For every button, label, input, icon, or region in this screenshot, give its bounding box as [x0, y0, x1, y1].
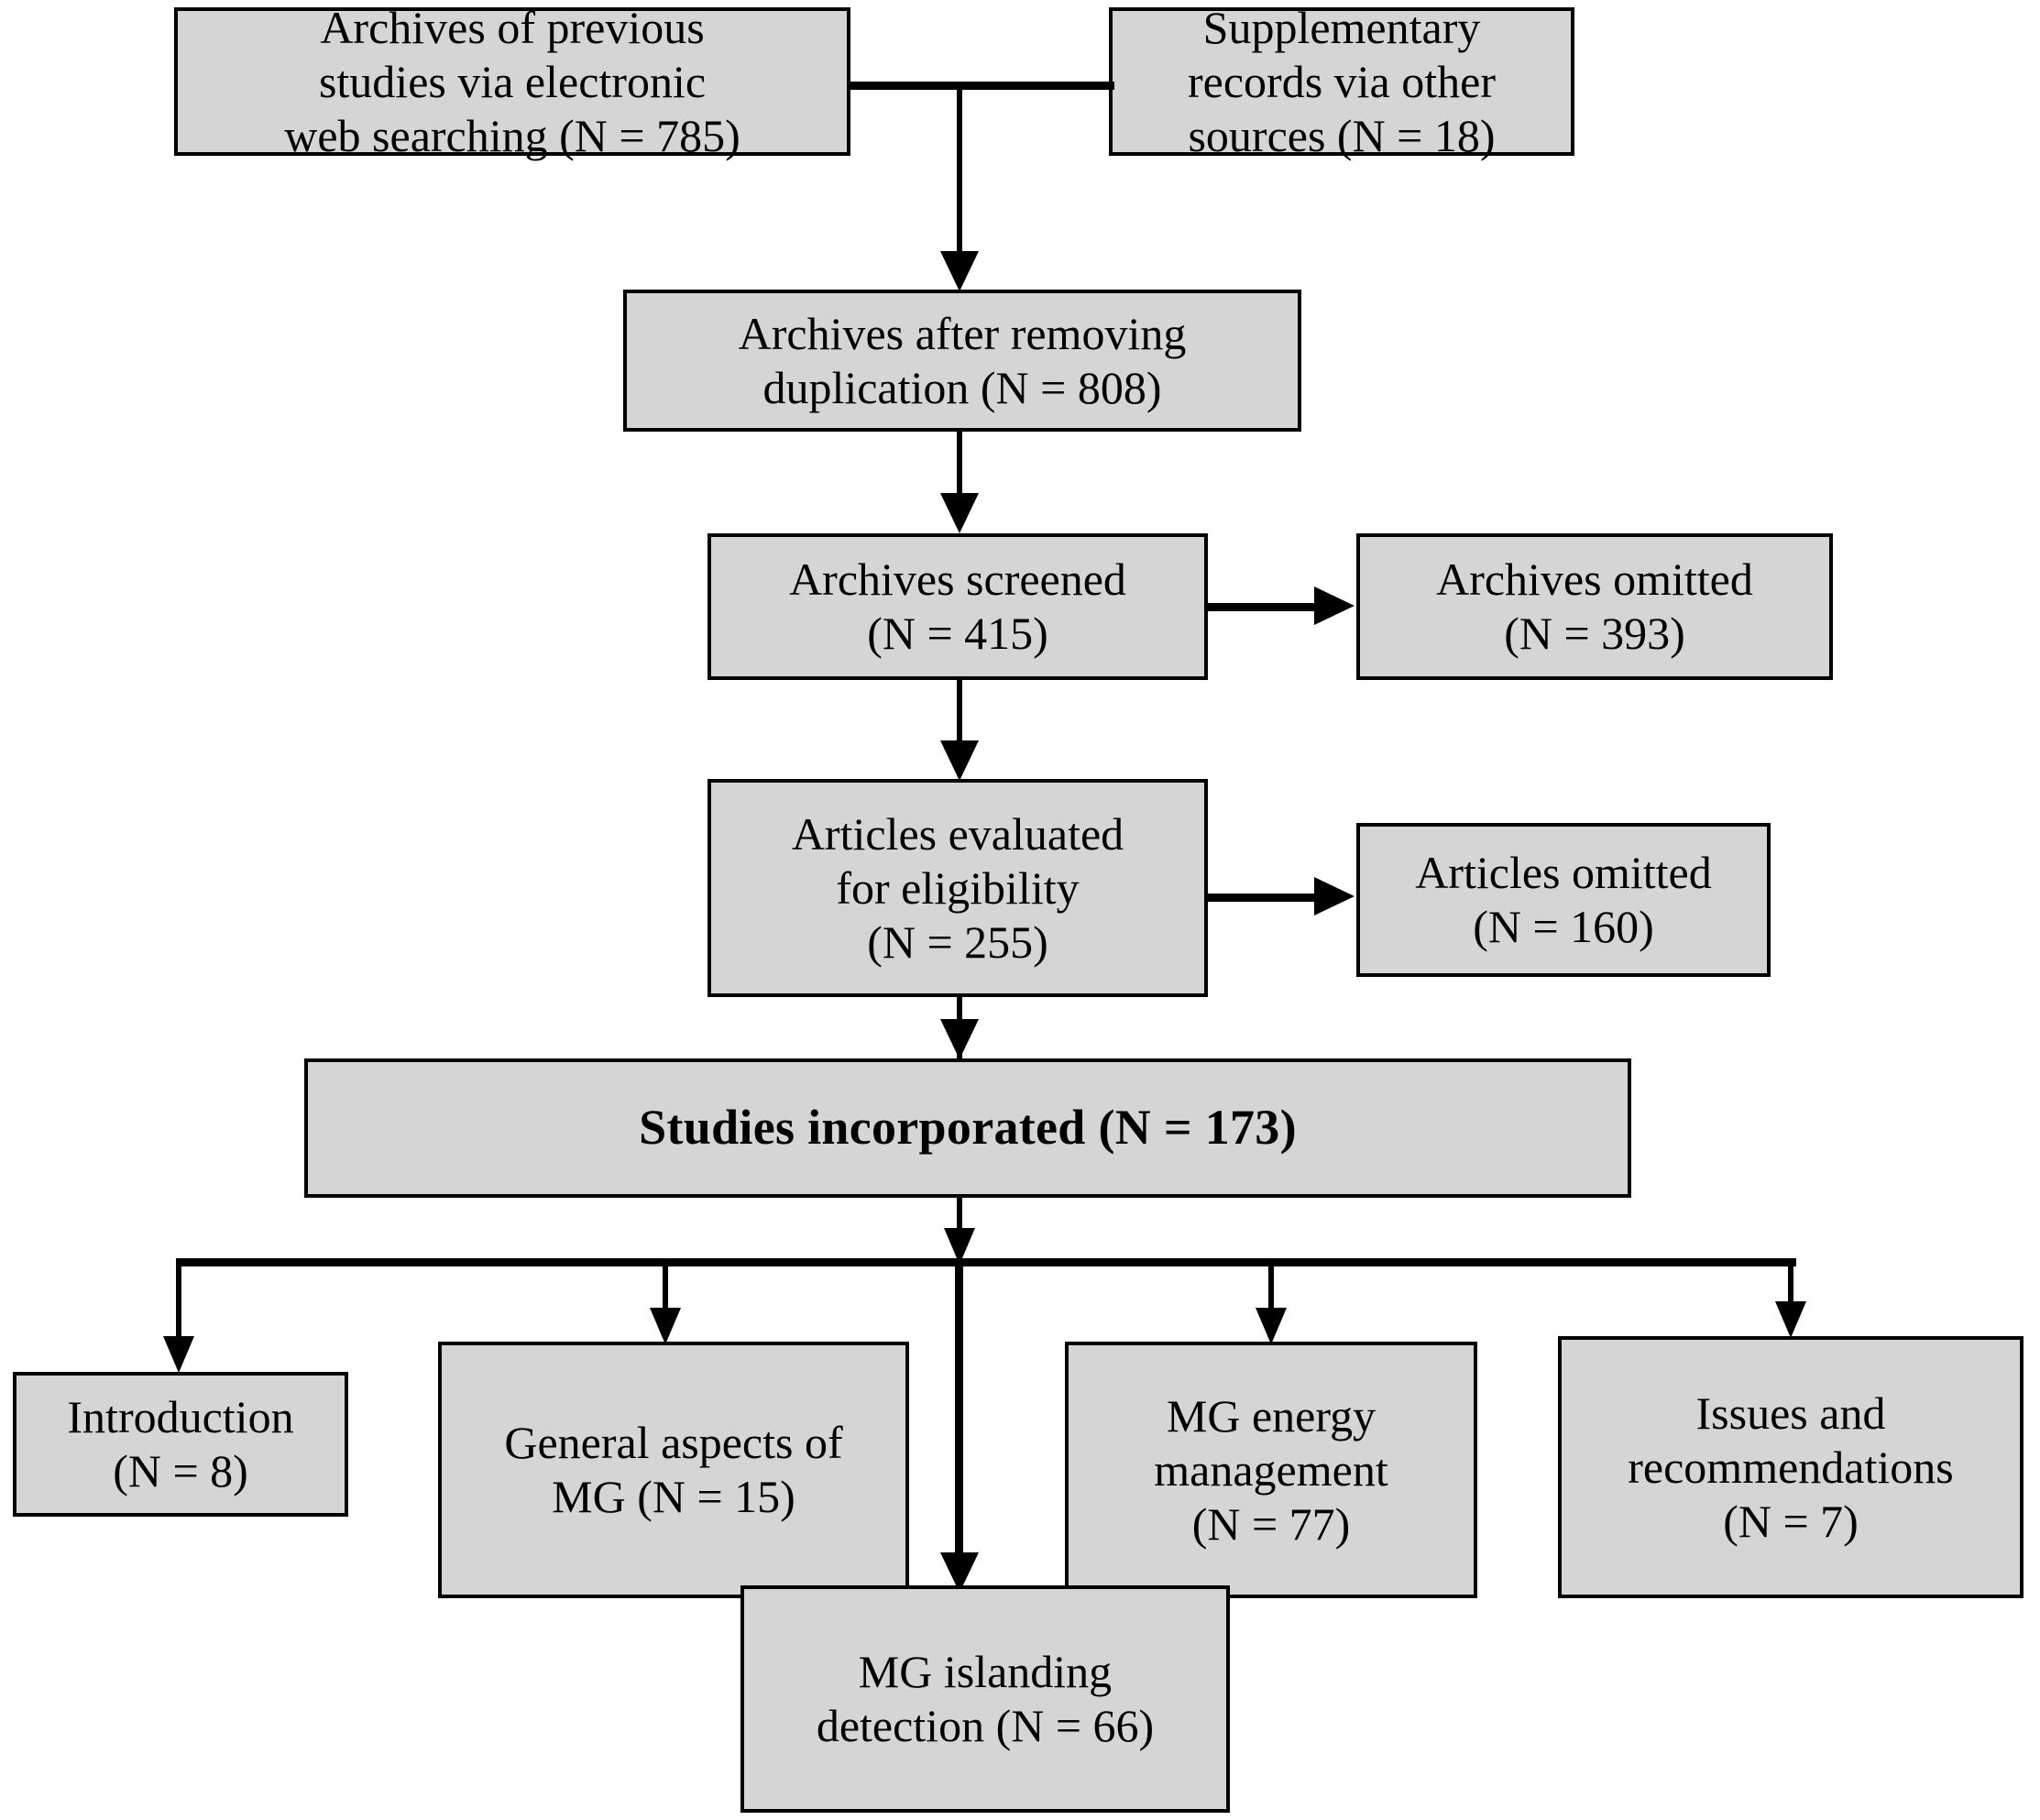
connector-branch-islanding	[955, 1258, 963, 1574]
node-screened-label: Archives screened (N = 415)	[789, 554, 1126, 659]
arrow-branch-introduction	[163, 1336, 194, 1373]
arrow-dedup-to-screened	[940, 493, 979, 533]
arrow-sources-to-dedup	[940, 251, 979, 291]
node-eligibility-excluded: Articles omitted (N = 160)	[1356, 823, 1771, 977]
connector-eligibility-to-omitted	[1208, 894, 1316, 902]
connector-branch-general-aspects	[663, 1258, 668, 1318]
node-eligibility-excluded-label: Articles omitted (N = 160)	[1415, 847, 1712, 952]
arrow-eligibility-to-omitted	[1314, 877, 1355, 915]
node-cat-general-aspects-label: General aspects of MG (N = 15)	[504, 1417, 843, 1522]
node-cat-energy-management: MG energy management (N = 77)	[1065, 1342, 1477, 1598]
node-included: Studies incorporated (N = 173)	[304, 1058, 1631, 1198]
node-cat-introduction: Introduction (N = 8)	[13, 1372, 348, 1517]
connector-category-bus	[179, 1258, 1796, 1266]
node-cat-issues-recommendations: Issues and recommendations (N = 7)	[1558, 1336, 2024, 1598]
connector-sources-bridge	[847, 82, 1114, 90]
node-source-other: Supplementary records via other sources …	[1109, 2, 1574, 161]
arrow-screened-to-omitted	[1314, 587, 1355, 625]
node-included-label: Studies incorporated (N = 173)	[639, 1100, 1297, 1156]
node-deduplicated: Archives after removing duplication (N =…	[623, 290, 1301, 432]
connector-screened-to-omitted	[1208, 603, 1316, 611]
connector-branch-introduction	[176, 1258, 181, 1348]
node-screened-excluded: Archives omitted (N = 393)	[1356, 533, 1833, 680]
node-cat-islanding-detection: MG islanding detection (N = 66)	[740, 1585, 1230, 1813]
connector-included-stem	[957, 1198, 962, 1245]
connector-screened-to-eligibility	[957, 680, 962, 744]
node-cat-issues-recommendations-label: Issues and recommendations (N = 7)	[1628, 1387, 1954, 1547]
arrow-eligibility-to-included	[940, 1019, 979, 1059]
connector-sources-stem	[957, 84, 962, 258]
connector-branch-issues	[1788, 1258, 1793, 1311]
arrow-branch-general-aspects	[650, 1308, 681, 1344]
node-source-electronic: Archives of previous studies via electro…	[174, 2, 850, 161]
arrow-branch-issues	[1775, 1301, 1806, 1338]
node-deduplicated-label: Archives after removing duplication (N =…	[738, 307, 1187, 413]
node-eligibility-label: Articles evaluated for eligibility (N = …	[791, 807, 1124, 968]
node-eligibility: Articles evaluated for eligibility (N = …	[707, 779, 1208, 997]
node-source-electronic-label: Archives of previous studies via electro…	[284, 1, 740, 161]
node-cat-introduction-label: Introduction (N = 8)	[67, 1391, 294, 1497]
node-cat-islanding-detection-label: MG islanding detection (N = 66)	[816, 1646, 1155, 1751]
node-screened-excluded-label: Archives omitted (N = 393)	[1436, 554, 1753, 659]
connector-branch-energy-management	[1268, 1258, 1274, 1318]
node-cat-energy-management-label: MG energy management (N = 77)	[1154, 1389, 1388, 1550]
node-source-other-label: Supplementary records via other sources …	[1188, 1, 1496, 161]
connector-dedup-to-screened	[957, 432, 962, 496]
node-screened: Archives screened (N = 415)	[707, 533, 1208, 680]
node-cat-general-aspects: General aspects of MG (N = 15)	[438, 1342, 909, 1598]
arrow-branch-energy-management	[1256, 1308, 1287, 1344]
arrow-screened-to-eligibility	[940, 740, 979, 781]
